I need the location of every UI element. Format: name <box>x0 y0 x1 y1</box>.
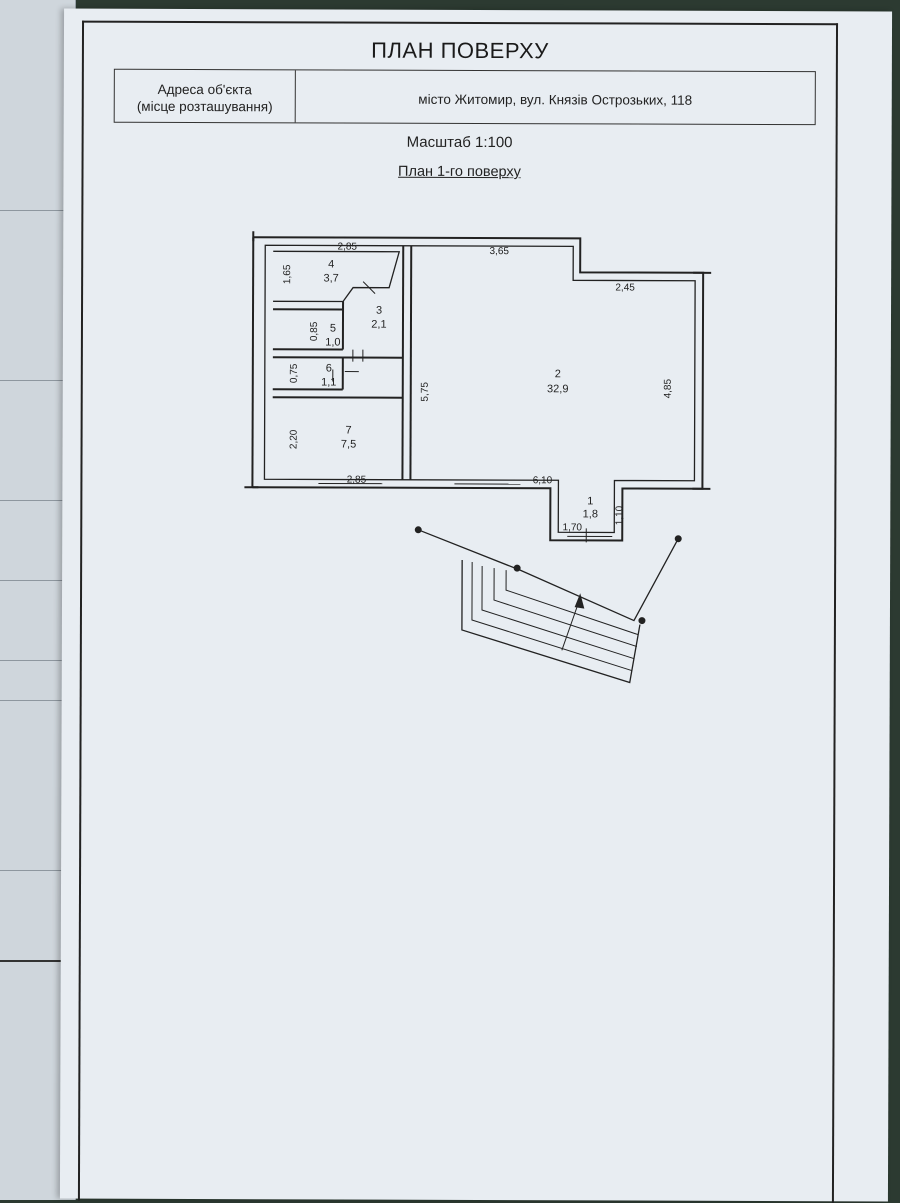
dim-room2-top: 3,65 <box>489 246 509 257</box>
dim-room4-height: 1,65 <box>282 264 293 284</box>
dim-room2-height: 4,85 <box>663 378 674 398</box>
room-5-number: 5 <box>330 322 336 334</box>
dim-room7-height: 2,20 <box>289 429 300 449</box>
room-4-area: 3,7 <box>323 272 338 284</box>
dim-room1-width: 1,70 <box>563 522 583 533</box>
room-6-area: 1,1 <box>321 376 336 388</box>
room-3-number: 3 <box>376 305 382 317</box>
room-1-area: 1,8 <box>583 508 598 520</box>
document-page: ПЛАН ПОВЕРХУ Адреса об'єкта (місце розта… <box>60 9 892 1202</box>
room-6-number: 6 <box>326 362 332 374</box>
room-3-area: 2,1 <box>371 319 386 331</box>
dim-room2-left: 5,75 <box>420 382 431 402</box>
dim-room2-bottom: 6,10 <box>533 475 553 486</box>
dim-room7-width: 2,85 <box>347 475 367 486</box>
dim-room2-right-top: 2,45 <box>615 282 635 293</box>
room-7-number: 7 <box>346 425 352 437</box>
room-4-number: 4 <box>328 258 334 270</box>
dim-room1-height: 1,10 <box>614 505 625 525</box>
room-5-area: 1,0 <box>325 336 340 348</box>
dim-room4-width: 2,85 <box>337 242 357 253</box>
room-2-number: 2 <box>555 368 561 380</box>
dim-room5-height: 0,85 <box>309 321 320 341</box>
room-1-number: 1 <box>587 495 593 507</box>
floor-plan: 2 32,9 4 3,7 3 2,1 5 1,0 6 1,1 7 7,5 1 1… <box>61 9 892 772</box>
room-7-area: 7,5 <box>341 439 356 451</box>
room-2-area: 32,9 <box>547 383 568 395</box>
dim-room6-height: 0,75 <box>289 363 300 383</box>
